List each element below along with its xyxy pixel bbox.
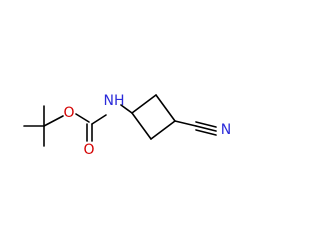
atom-label-nitrile-nitrogen: N bbox=[221, 122, 231, 138]
bond-ring-to-nitrile-carbon bbox=[174, 120, 197, 127]
nitrile-triple-bond-1 bbox=[195, 121, 217, 128]
nitrile-triple-bond-2 bbox=[195, 125, 217, 132]
tert-butyl-group bbox=[23, 105, 64, 147]
atom-label-ester-oxygen: O bbox=[63, 105, 74, 121]
bond-tbu-to-ester-oxygen bbox=[43, 115, 64, 127]
atom-label-amide-nitrogen: NH bbox=[104, 93, 125, 109]
ring-bond-top bbox=[131, 94, 157, 114]
carbamate-group bbox=[75, 113, 107, 142]
cyclobutyl-ring bbox=[120, 94, 176, 140]
bond-ester-oxygen-to-carbonyl-carbon bbox=[75, 113, 90, 123]
molecule-structure-diagram: O O NH N bbox=[23, 93, 231, 158]
ring-bond-right bbox=[155, 94, 176, 122]
atom-label-carbonyl-oxygen: O bbox=[83, 142, 94, 158]
ring-bond-bottom bbox=[150, 120, 176, 140]
nitrile-group bbox=[174, 120, 217, 136]
ring-bond-left bbox=[131, 112, 152, 140]
bond-carbonyl-carbon-to-nitrogen bbox=[91, 114, 107, 125]
bond-nitrogen-to-ring bbox=[120, 104, 133, 114]
nitrile-triple-bond-3 bbox=[195, 129, 217, 136]
